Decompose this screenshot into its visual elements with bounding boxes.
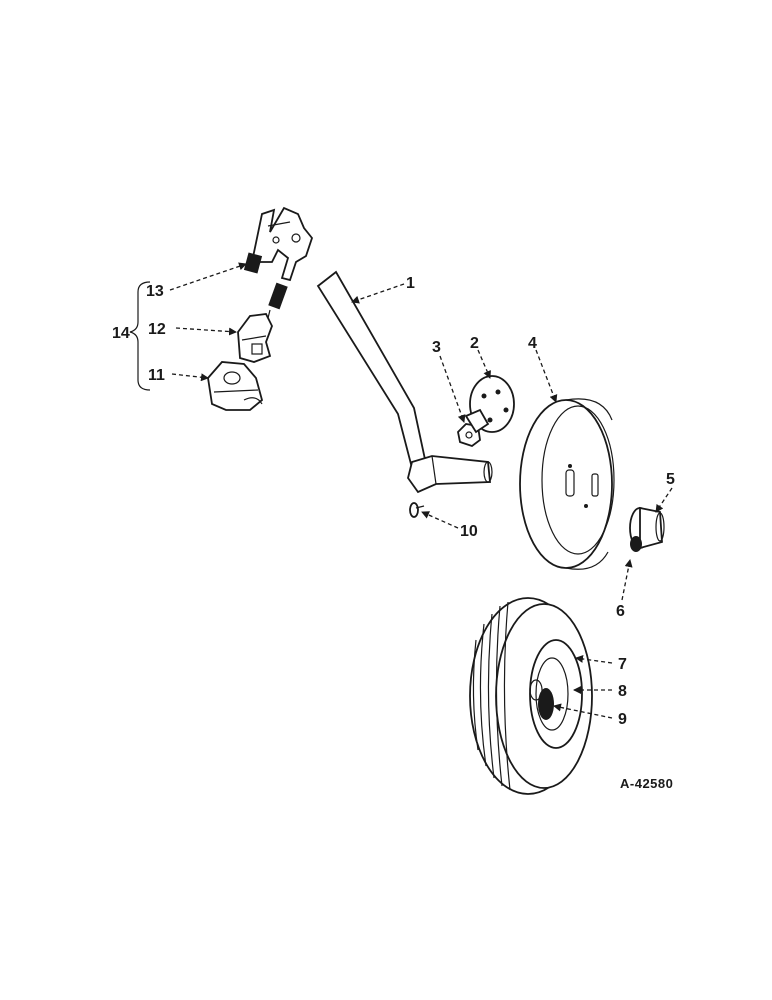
leader-5 <box>655 487 673 513</box>
leader-4 <box>535 349 558 403</box>
callout-8: 8 <box>618 683 627 700</box>
leader-10 <box>421 511 459 529</box>
callout-5: 5 <box>666 471 675 488</box>
part-2-hub <box>464 375 515 434</box>
part-11-clamp <box>207 361 264 411</box>
callout-6: 6 <box>616 603 625 620</box>
leader-7 <box>575 655 613 664</box>
part-12-bracket <box>237 313 273 363</box>
leader-6 <box>621 559 633 601</box>
callout-4: 4 <box>528 335 537 352</box>
callout-14: 14 <box>112 325 130 342</box>
callout-9: 9 <box>618 711 627 728</box>
part-13-clevis <box>243 206 314 319</box>
callout-1: 1 <box>406 275 415 292</box>
reference-number: A-42580 <box>620 776 673 791</box>
part-10-pin <box>409 502 425 518</box>
leader-3 <box>439 355 466 423</box>
callout-10: 10 <box>460 523 478 540</box>
part-5-bearing <box>629 506 665 552</box>
callout-2: 2 <box>470 335 479 352</box>
part-4-rim <box>519 398 615 570</box>
leader-13 <box>169 262 247 291</box>
part-8-wheel <box>529 639 583 749</box>
leader-11 <box>171 373 209 382</box>
leader-1 <box>351 283 405 304</box>
part-9-hub-cap <box>529 679 554 720</box>
callout-12: 12 <box>148 321 166 338</box>
group-14-bracket <box>129 281 151 391</box>
leader-2 <box>477 349 491 379</box>
leader-12 <box>175 327 237 336</box>
callout-13: 13 <box>146 283 164 300</box>
callout-11: 11 <box>148 367 165 384</box>
callout-7: 7 <box>618 656 627 673</box>
part-1-wheel-arm <box>316 270 493 494</box>
callout-3: 3 <box>432 339 441 356</box>
leader-9 <box>553 703 613 719</box>
